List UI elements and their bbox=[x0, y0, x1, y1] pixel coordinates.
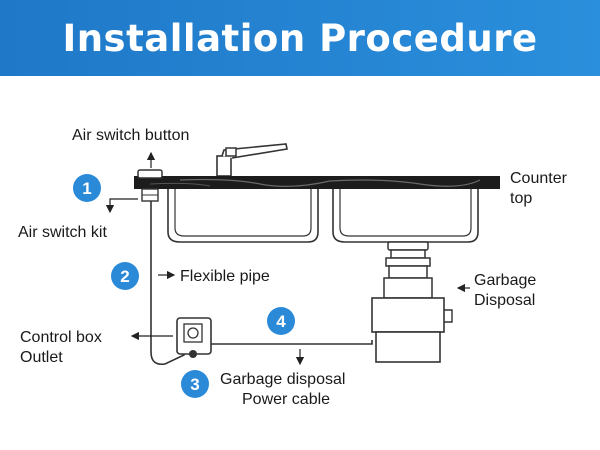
installation-diagram: 1 2 3 4 Air switch button Air switch kit… bbox=[18, 127, 568, 408]
step-number: 4 bbox=[276, 312, 286, 331]
counter-top bbox=[134, 176, 500, 189]
air-switch-button-label: Air switch button bbox=[72, 127, 189, 144]
flexible-pipe-label: Flexible pipe bbox=[180, 268, 270, 285]
power-cable-label-line2: Power cable bbox=[242, 391, 330, 408]
step-number: 3 bbox=[190, 375, 199, 394]
step-badge-2: 2 bbox=[111, 262, 139, 290]
control-box bbox=[176, 317, 212, 358]
step-number: 2 bbox=[120, 267, 129, 286]
step-badge-4: 4 bbox=[267, 307, 295, 335]
power-cable bbox=[211, 340, 373, 345]
page-title: Installation Procedure bbox=[62, 16, 538, 60]
sink-basins bbox=[167, 189, 479, 243]
garbage-label: Garbage bbox=[474, 272, 536, 289]
disposal-label: Disposal bbox=[474, 292, 535, 309]
control-box-label: Control box bbox=[20, 329, 102, 346]
air-switch-kit-arrow bbox=[105, 198, 138, 214]
step-badge-1: 1 bbox=[73, 174, 101, 202]
flexible-pipe bbox=[150, 201, 185, 366]
outlet-label: Outlet bbox=[20, 349, 63, 366]
counter-top-label: top bbox=[510, 190, 532, 207]
garbage-disposal-unit bbox=[371, 241, 453, 363]
step-number: 1 bbox=[82, 179, 91, 198]
step-badge-3: 3 bbox=[181, 370, 209, 398]
faucet bbox=[216, 143, 288, 177]
air-switch-button bbox=[137, 169, 163, 202]
header-banner: Installation Procedure bbox=[0, 0, 600, 76]
counter-label: Counter bbox=[510, 170, 568, 187]
air-switch-kit-label: Air switch kit bbox=[18, 224, 107, 241]
power-cable-label-line1: Garbage disposal bbox=[220, 371, 345, 388]
